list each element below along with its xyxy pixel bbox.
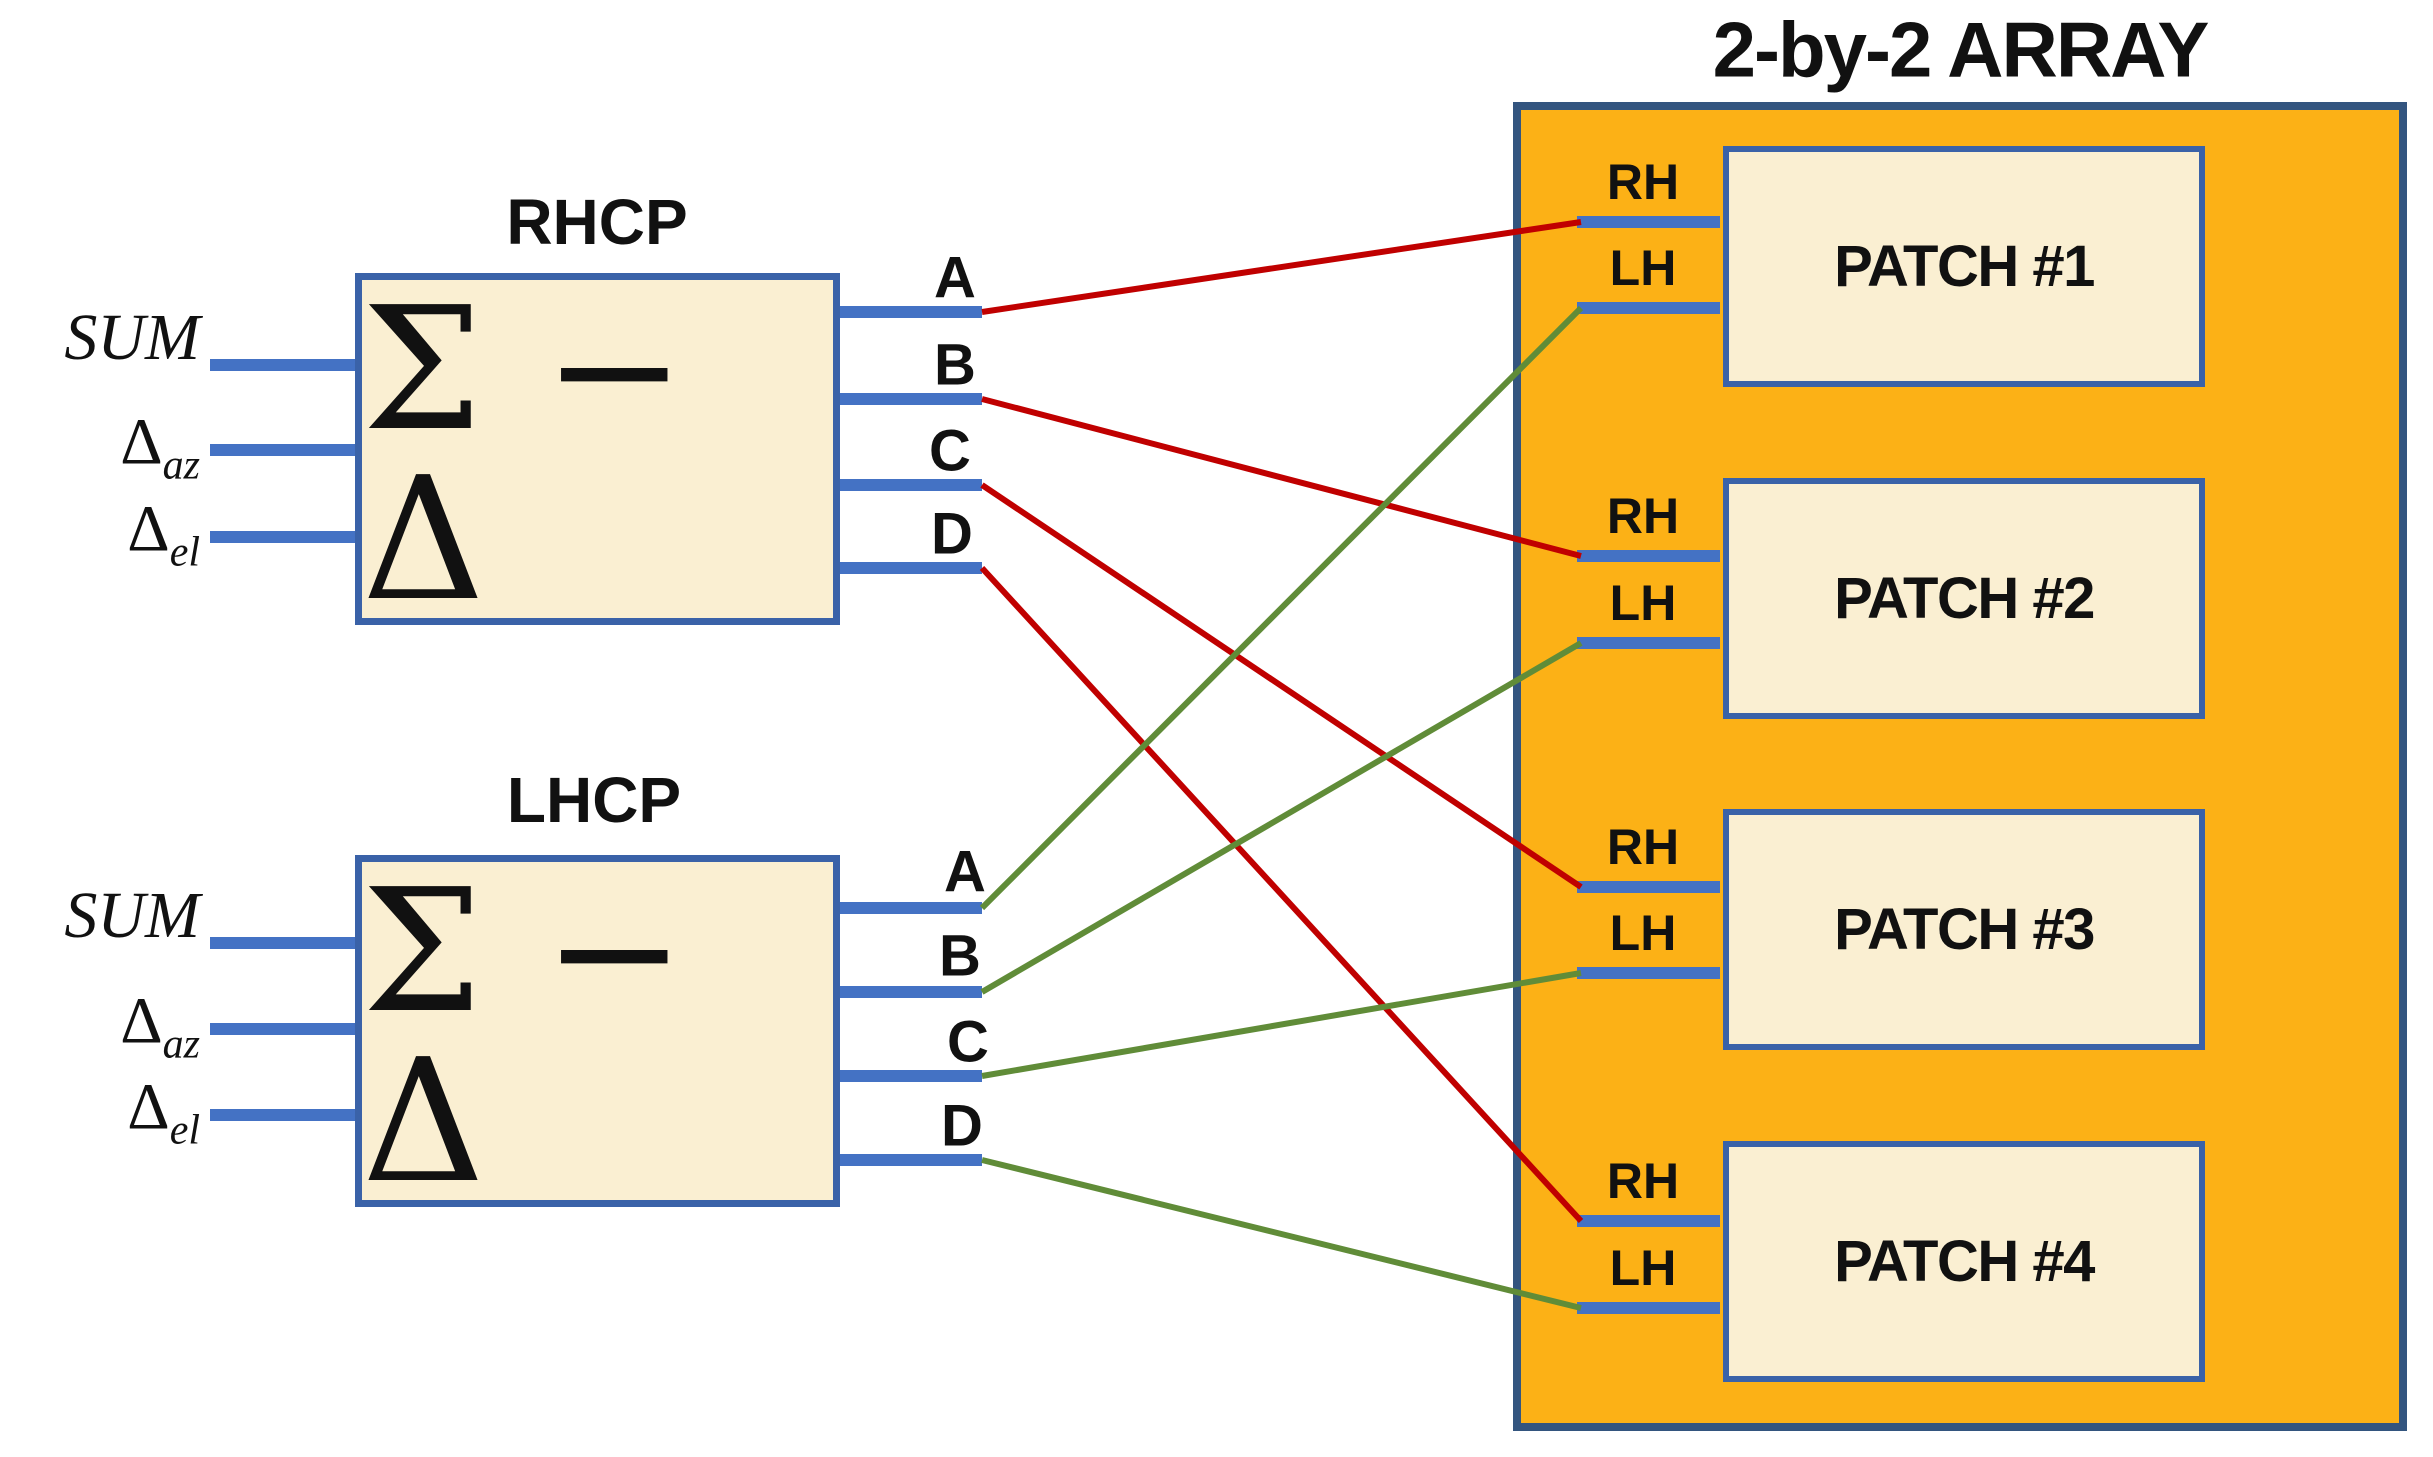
connector-line xyxy=(980,640,1583,995)
lhcp-port-label-b: B xyxy=(939,923,981,989)
rhcp-port-label-c: C xyxy=(929,418,971,484)
patch-2-lh-stub xyxy=(1577,637,1720,649)
delta-subscript: el xyxy=(169,1107,200,1154)
rhcp-input-label-delta-el: Δel xyxy=(10,496,200,576)
patch-1-lh-stub xyxy=(1577,302,1720,314)
connector-line xyxy=(980,482,1583,890)
patch-1-box: PATCH #1 xyxy=(1723,146,2205,387)
patch-2-box: PATCH #2 xyxy=(1723,478,2205,719)
lhcp-title: LHCP xyxy=(506,764,682,836)
rhcp-port-stub-a xyxy=(840,306,982,318)
delta-subscript: az xyxy=(162,442,200,489)
patch-1-label: PATCH #1 xyxy=(1834,234,2095,299)
lhcp-port-label-d: D xyxy=(941,1093,983,1159)
sigma-delta-symbol: Σ − Δ xyxy=(362,271,689,639)
connector-line xyxy=(981,219,1582,315)
patch-3-label: PATCH #3 xyxy=(1834,897,2095,962)
patch-1-rh-stub xyxy=(1577,216,1720,228)
patch-2-label: PATCH #2 xyxy=(1834,566,2095,631)
delta-symbol: Δ xyxy=(120,984,163,1058)
connector-line xyxy=(981,970,1582,1079)
rhcp-port-label-a: A xyxy=(934,245,976,311)
rhcp-port-stub-d xyxy=(840,562,982,574)
delta-symbol: Δ xyxy=(127,1070,170,1144)
lhcp-input-label-sum: SUM xyxy=(10,883,200,949)
lhcp-input-label-delta-el: Δel xyxy=(10,1074,200,1154)
rhcp-port-label-d: D xyxy=(931,501,973,567)
sigma-delta-symbol: Σ − Δ xyxy=(362,853,689,1221)
lhcp-input-stub-delta-el xyxy=(210,1109,355,1121)
sum-text: SUM xyxy=(64,879,200,952)
lhcp-port-stub-d xyxy=(840,1154,982,1166)
connector-line xyxy=(979,565,1584,1224)
patch-1-lh-label: LH xyxy=(1609,240,1677,296)
rhcp-port-label-b: B xyxy=(934,332,976,398)
rhcp-port-stub-c xyxy=(840,479,982,491)
patch-3-rh-stub xyxy=(1577,881,1720,893)
lhcp-input-label-delta-az: Δaz xyxy=(10,988,200,1068)
patch-4-lh-stub xyxy=(1577,1302,1720,1314)
patch-1-rh-label: RH xyxy=(1606,154,1680,210)
delta-subscript: az xyxy=(162,1021,200,1068)
sum-text: SUM xyxy=(64,301,200,374)
patch-2-rh-label: RH xyxy=(1606,488,1680,544)
delta-symbol: Δ xyxy=(127,492,170,566)
patch-3-rh-label: RH xyxy=(1606,819,1680,875)
patch-2-rh-stub xyxy=(1577,550,1720,562)
connector-line xyxy=(981,396,1582,559)
lhcp-input-stub-delta-az xyxy=(210,1023,355,1035)
patch-3-lh-stub xyxy=(1577,967,1720,979)
patch-4-label: PATCH #4 xyxy=(1834,1229,2095,1294)
patch-3-lh-label: LH xyxy=(1609,905,1677,961)
rhcp-input-label-sum: SUM xyxy=(10,305,200,371)
connector-line xyxy=(979,305,1584,911)
lhcp-port-stub-b xyxy=(840,986,982,998)
patch-2-lh-label: LH xyxy=(1609,575,1677,631)
rhcp-input-label-delta-az: Δaz xyxy=(10,409,200,489)
patch-3-box: PATCH #3 xyxy=(1723,809,2205,1050)
patch-4-box: PATCH #4 xyxy=(1723,1141,2205,1382)
lhcp-port-stub-c xyxy=(840,1070,982,1082)
lhcp-input-stub-sum xyxy=(210,937,355,949)
rhcp-input-stub-sum xyxy=(210,359,355,371)
rhcp-input-stub-delta-el xyxy=(210,531,355,543)
patch-4-lh-label: LH xyxy=(1609,1240,1677,1296)
lhcp-port-label-a: A xyxy=(944,839,986,905)
rhcp-input-stub-delta-az xyxy=(210,444,355,456)
connector-line xyxy=(981,1157,1582,1311)
lhcp-box: Σ − Δ xyxy=(355,855,840,1207)
array-title: 2-by-2 ARRAY xyxy=(1712,5,2210,94)
rhcp-box: Σ − Δ xyxy=(355,273,840,625)
patch-4-rh-label: RH xyxy=(1606,1153,1680,1209)
patch-4-rh-stub xyxy=(1577,1215,1720,1227)
lhcp-port-stub-a xyxy=(840,902,982,914)
delta-symbol: Δ xyxy=(120,405,163,479)
rhcp-port-stub-b xyxy=(840,393,982,405)
rhcp-title: RHCP xyxy=(506,186,688,258)
delta-subscript: el xyxy=(169,529,200,576)
lhcp-port-label-c: C xyxy=(947,1009,989,1075)
